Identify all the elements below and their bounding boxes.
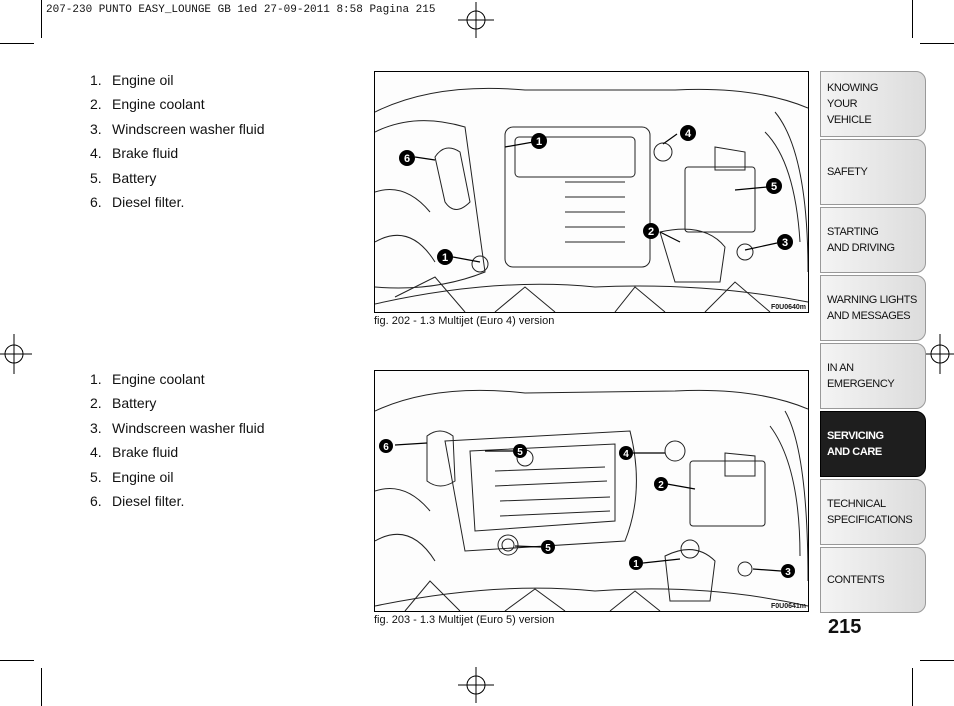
list-item: 4.Brake fluid (90, 145, 179, 162)
callout-marker: 6 (379, 439, 393, 453)
svg-text:1: 1 (536, 136, 542, 148)
callout-marker: 2 (654, 477, 668, 491)
callout-marker: 3 (777, 234, 793, 250)
tab-servicing-and-care[interactable]: SERVICING AND CARE (820, 411, 926, 477)
callout-marker: 3 (781, 564, 795, 578)
tab-starting-and-driving[interactable]: STARTING AND DRIVING (820, 207, 926, 273)
list-item: 3.Windscreen washer fluid (90, 120, 265, 137)
callout-marker: 4 (680, 125, 696, 141)
list-item: 3.Windscreen washer fluid (90, 419, 265, 436)
callout-marker: 5 (513, 444, 527, 458)
registration-mark (0, 334, 32, 374)
crop-mark (920, 660, 954, 661)
callout-markers: 6 5 4 2 5 1 3 (379, 439, 795, 578)
figure-caption: fig. 203 - 1.3 Multijet (Euro 5) version (374, 614, 555, 626)
crop-mark (41, 668, 42, 706)
registration-mark (458, 2, 494, 38)
svg-text:4: 4 (685, 128, 692, 140)
svg-text:6: 6 (404, 153, 410, 165)
figure-code: F0U0641m (770, 603, 806, 610)
crop-mark (0, 43, 34, 44)
svg-text:3: 3 (785, 567, 791, 578)
tab-technical-specifications[interactable]: TECHNICAL SPECIFICATIONS (820, 479, 926, 545)
list-item: 5.Battery (90, 169, 157, 186)
list-item: 2.Engine coolant (90, 96, 205, 113)
svg-text:6: 6 (383, 442, 389, 453)
callout-markers: 1 6 4 5 2 3 1 (399, 125, 793, 265)
crop-mark (912, 668, 913, 706)
callout-marker: 6 (399, 150, 415, 166)
engine-bay-figure-euro4: 1 6 4 5 2 3 1 F0U0640m (374, 71, 809, 313)
engine-bay-figure-euro5: 6 5 4 2 5 1 3 F0U0641m (374, 370, 809, 612)
svg-text:4: 4 (623, 449, 629, 460)
tab-knowing-your-vehicle[interactable]: KNOWING YOUR VEHICLE (820, 71, 926, 137)
engine-bay-illustration: 1 6 4 5 2 3 1 (375, 87, 808, 312)
callout-lines (414, 133, 778, 263)
svg-text:2: 2 (658, 480, 664, 491)
figure-code: F0U0640m (770, 304, 806, 311)
callout-lines (394, 442, 782, 572)
registration-mark (458, 667, 494, 703)
svg-text:1: 1 (442, 252, 448, 264)
tab-safety[interactable]: SAFETY (820, 139, 926, 205)
tab-warning-lights[interactable]: WARNING LIGHTS AND MESSAGES (820, 275, 926, 341)
crop-mark (0, 660, 34, 661)
svg-text:3: 3 (782, 237, 788, 249)
callout-marker: 2 (643, 223, 659, 239)
figure-caption: fig. 202 - 1.3 Multijet (Euro 4) version (374, 315, 555, 327)
list-item: 4.Brake fluid (90, 444, 179, 461)
component-list-euro5: 1.Engine coolant 2.Battery 3.Windscreen … (90, 369, 265, 515)
crop-mark (912, 0, 913, 38)
callout-marker: 5 (541, 540, 555, 554)
list-item: 1.Engine coolant (90, 371, 205, 387)
svg-text:5: 5 (517, 447, 523, 458)
svg-text:5: 5 (545, 543, 551, 554)
svg-text:1: 1 (633, 559, 639, 570)
callout-marker: 1 (437, 249, 453, 265)
callout-marker: 4 (619, 446, 633, 460)
callout-marker: 1 (531, 133, 547, 149)
list-item: 6.Diesel filter. (90, 492, 185, 509)
tab-in-an-emergency[interactable]: IN AN EMERGENCY (820, 343, 926, 409)
crop-mark (920, 43, 954, 44)
tab-contents[interactable]: CONTENTS (820, 547, 926, 613)
component-list-euro4: 1.Engine oil 2.Engine coolant 3.Windscre… (90, 70, 265, 216)
crop-mark (41, 0, 42, 38)
list-item: 6.Diesel filter. (90, 193, 185, 210)
page-number: 215 (828, 616, 862, 638)
svg-text:2: 2 (648, 226, 654, 238)
callout-marker: 1 (629, 556, 643, 570)
list-item: 1.Engine oil (90, 72, 174, 88)
svg-text:5: 5 (771, 181, 777, 193)
callout-marker: 5 (766, 178, 782, 194)
engine-bay-illustration: 6 5 4 2 5 1 3 (375, 389, 808, 611)
registration-mark (922, 334, 954, 374)
list-item: 5.Engine oil (90, 468, 174, 485)
print-header: 207-230 PUNTO EASY_LOUNGE GB 1ed 27-09-2… (46, 4, 436, 16)
list-item: 2.Battery (90, 395, 157, 412)
